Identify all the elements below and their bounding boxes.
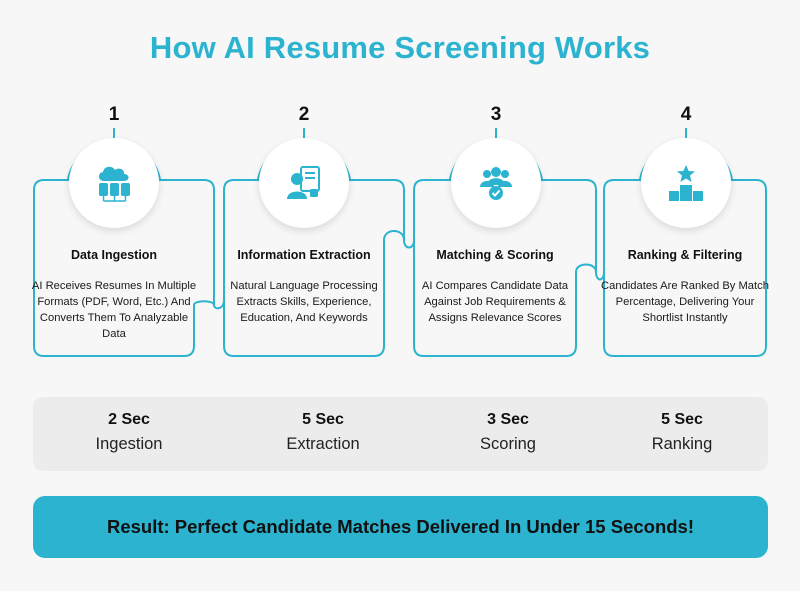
cloud-database-icon: [98, 166, 130, 202]
step-3-description: AI Compares Candidate Data Against Job R…: [421, 280, 569, 324]
stat-value: 3 Sec: [487, 411, 529, 428]
step-number-2: 2: [298, 104, 310, 125]
step-number-4: 4: [680, 104, 692, 125]
result-banner: Result: Perfect Candidate Matches Delive…: [33, 496, 768, 558]
step-1-title: Data Ingestion: [70, 248, 158, 262]
card-outline-3: [413, 128, 597, 357]
step-1-icon-circle: [69, 138, 159, 228]
step-3-title: Matching & Scoring: [436, 248, 554, 262]
timing-stats-panel: 2 Sec Ingestion 5 Sec Extraction 3 Sec S…: [33, 397, 768, 471]
stat-extraction: 5 Sec Extraction: [248, 411, 398, 454]
stat-label: Extraction: [286, 435, 360, 453]
step-number-1: 1: [108, 104, 120, 125]
stat-ranking: 5 Sec Ranking: [607, 411, 757, 454]
stat-value: 2 Sec: [108, 411, 150, 428]
bridge-3-4: [595, 190, 605, 281]
step-4-title: Ranking & Filtering: [627, 248, 743, 262]
stat-scoring: 3 Sec Scoring: [433, 411, 583, 454]
team-check-icon: [480, 167, 512, 200]
step-2-title: Information Extraction: [237, 248, 371, 262]
card-outline-4: [603, 128, 767, 357]
stat-label: Ingestion: [95, 435, 163, 453]
step-4-description: Candidates Are Ranked By Match Percentag…: [601, 280, 769, 324]
step-4-icon-circle: [641, 138, 731, 228]
step-2-icon-circle: [259, 138, 349, 228]
stat-value: 5 Sec: [661, 411, 703, 428]
page-title: How AI Resume Screening Works: [149, 30, 651, 65]
resume-profile-icon: [287, 166, 320, 199]
podium-star-icon: [669, 165, 703, 201]
bridge-2-3: [403, 190, 415, 249]
step-1-description: AI Receives Resumes In Multiple Formats …: [31, 280, 197, 340]
step-number-3: 3: [490, 104, 502, 125]
stat-ingestion: 2 Sec Ingestion: [54, 411, 204, 454]
stat-label: Ranking: [651, 435, 713, 453]
step-3-icon-circle: [451, 138, 541, 228]
card-outline-1: [33, 128, 215, 357]
stat-label: Scoring: [480, 435, 536, 453]
stat-value: 5 Sec: [302, 411, 344, 428]
bridge-1-2: [213, 190, 225, 310]
card-outline-2: [223, 128, 405, 357]
step-2-description: Natural Language Processing Extracts Ski…: [230, 280, 378, 324]
